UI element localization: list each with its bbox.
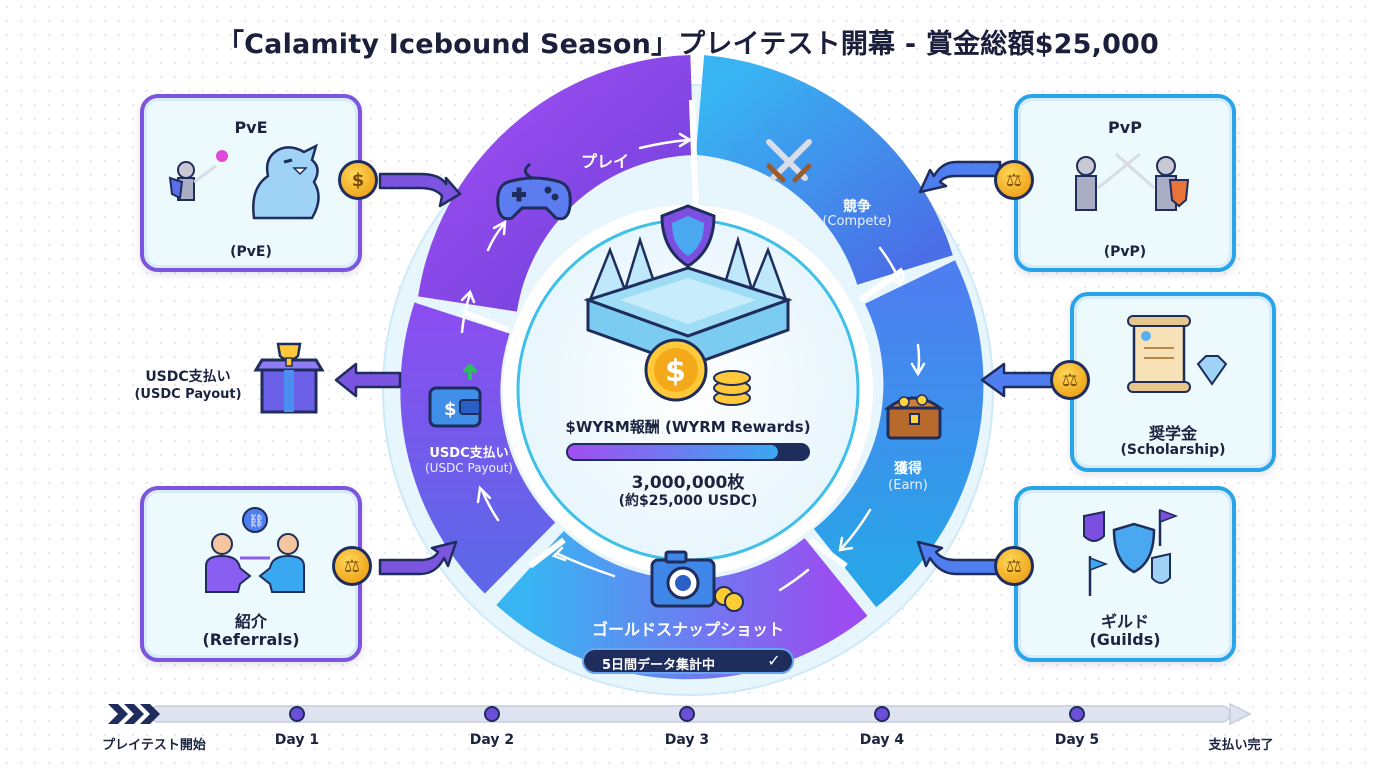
ring-segment-payout [400, 302, 556, 594]
knight-icon [168, 150, 228, 201]
card-guilds-caption: (Guilds) [1089, 630, 1161, 649]
svg-text:⛓: ⛓ [248, 513, 265, 529]
timeline-day1-label: Day 1 [274, 732, 320, 748]
svg-text:$: $ [665, 354, 686, 389]
timeline-day2-dot [484, 706, 500, 722]
arrow-scholarship-to-ring [980, 362, 1054, 398]
status-badge-label: 5日間データ集計中 [602, 658, 716, 673]
ring-segment-play [418, 55, 695, 313]
left-payout-jp: USDC支払い [145, 369, 231, 385]
timeline-day4-label: Day 4 [859, 732, 905, 748]
duel-knights-icon [1075, 152, 1190, 211]
page-title: 「Calamity Icebound Season」プレイテスト開幕 - 賞金総… [216, 29, 1160, 60]
handshake-icon: ⛓ [205, 507, 305, 593]
trophy-box-icon [253, 342, 325, 414]
timeline-start-chevrons [108, 704, 160, 724]
timeline-day5-label: Day 5 [1054, 732, 1100, 748]
card-pve-title: PvE [234, 118, 268, 137]
dollar-coin-icon: $ [644, 338, 751, 406]
card-pvp-caption: (PvP) [1103, 244, 1147, 260]
ring-label-play: プレイ [580, 152, 629, 171]
rewards-progress-fill [568, 445, 778, 459]
arrow-guilds-to-ring [916, 540, 1002, 576]
timeline-day1-dot [289, 706, 305, 722]
arrow-ring-to-payout-left [334, 362, 402, 398]
crossed-swords-icon [766, 139, 812, 183]
card-pve: PvE (PvE) [140, 94, 362, 272]
timeline-day3-label: Day 3 [664, 732, 710, 748]
scroll-icon [1127, 315, 1191, 393]
card-referrals-caption: (Referrals) [202, 630, 300, 649]
timeline-day3-dot [679, 706, 695, 722]
card-referrals-title: 紹介 [234, 612, 267, 631]
pve-dollar-coin-icon: $ [338, 160, 378, 200]
diamond-icon [1196, 355, 1228, 386]
timeline-end-label: 支払い完了 [1208, 738, 1274, 753]
ring-label-compete-en: (Compete) [822, 214, 892, 229]
pvp-scale-icon: ⚖ [994, 160, 1034, 200]
ring-label-earn: 獲得 [894, 461, 922, 477]
rewards-usdc-equiv: (約$25,000 USDC) [618, 493, 758, 509]
timeline-end-arrow [1229, 702, 1252, 726]
timeline-day5-dot [1069, 706, 1085, 722]
referrals-scale-icon: ⚖ [332, 546, 372, 586]
ring-segment-snapshot [496, 530, 868, 680]
guilds-scale-icon: ⚖ [994, 546, 1034, 586]
card-referrals: ⛓ 紹介 (Referrals) [140, 486, 362, 662]
treasure-chest-icon [883, 394, 945, 440]
card-scholarship-title: 奨学金 [1148, 424, 1197, 443]
ring-label-compete: 競争 [843, 199, 871, 215]
ice-platform-icon [583, 235, 793, 368]
rewards-label: $WYRM報酬 (WYRM Rewards) [565, 418, 811, 436]
scholarship-scale-icon: ⚖ [1050, 360, 1090, 400]
card-guilds-title: ギルド [1100, 612, 1149, 631]
timeline-day4-dot [874, 706, 890, 722]
left-payout-en: (USDC Payout) [134, 387, 242, 402]
ring-label-snapshot: ゴールドスナップショット [591, 620, 784, 639]
wallet-icon: $ [428, 363, 482, 428]
card-guilds: ギルド (Guilds) [1014, 486, 1236, 662]
rewards-amount: 3,000,000枚 [631, 473, 745, 493]
timeline-start-label: プレイテスト開始 [102, 738, 206, 753]
card-pvp: PvP (PvP) [1014, 94, 1236, 272]
ring-label-earn-en: (Earn) [888, 478, 928, 493]
ring-label-payout-en: (USDC Payout) [424, 461, 513, 475]
card-pve-caption: (PvE) [230, 244, 272, 260]
arrow-pve-to-ring [378, 172, 462, 208]
dragon-icon [252, 143, 320, 220]
shield-icon [660, 204, 716, 268]
guild-shields-icon [1083, 508, 1179, 596]
card-scholarship: 奨学金 (Scholarship) [1070, 292, 1276, 472]
arrow-referrals-to-ring [378, 540, 458, 576]
status-badge: 5日間データ集計中 ✓ [582, 648, 794, 674]
card-pvp-title: PvP [1108, 118, 1142, 137]
gamepad-icon [496, 162, 572, 221]
check-icon: ✓ [767, 651, 781, 670]
svg-text:$: $ [444, 399, 457, 420]
camera-icon [650, 550, 744, 612]
ring-segment-compete [694, 55, 953, 286]
ring-label-payout: USDC支払い [429, 446, 509, 461]
timeline-day2-label: Day 2 [469, 732, 515, 748]
card-scholarship-caption: (Scholarship) [1120, 442, 1226, 458]
arrow-pvp-to-ring [918, 160, 1002, 194]
